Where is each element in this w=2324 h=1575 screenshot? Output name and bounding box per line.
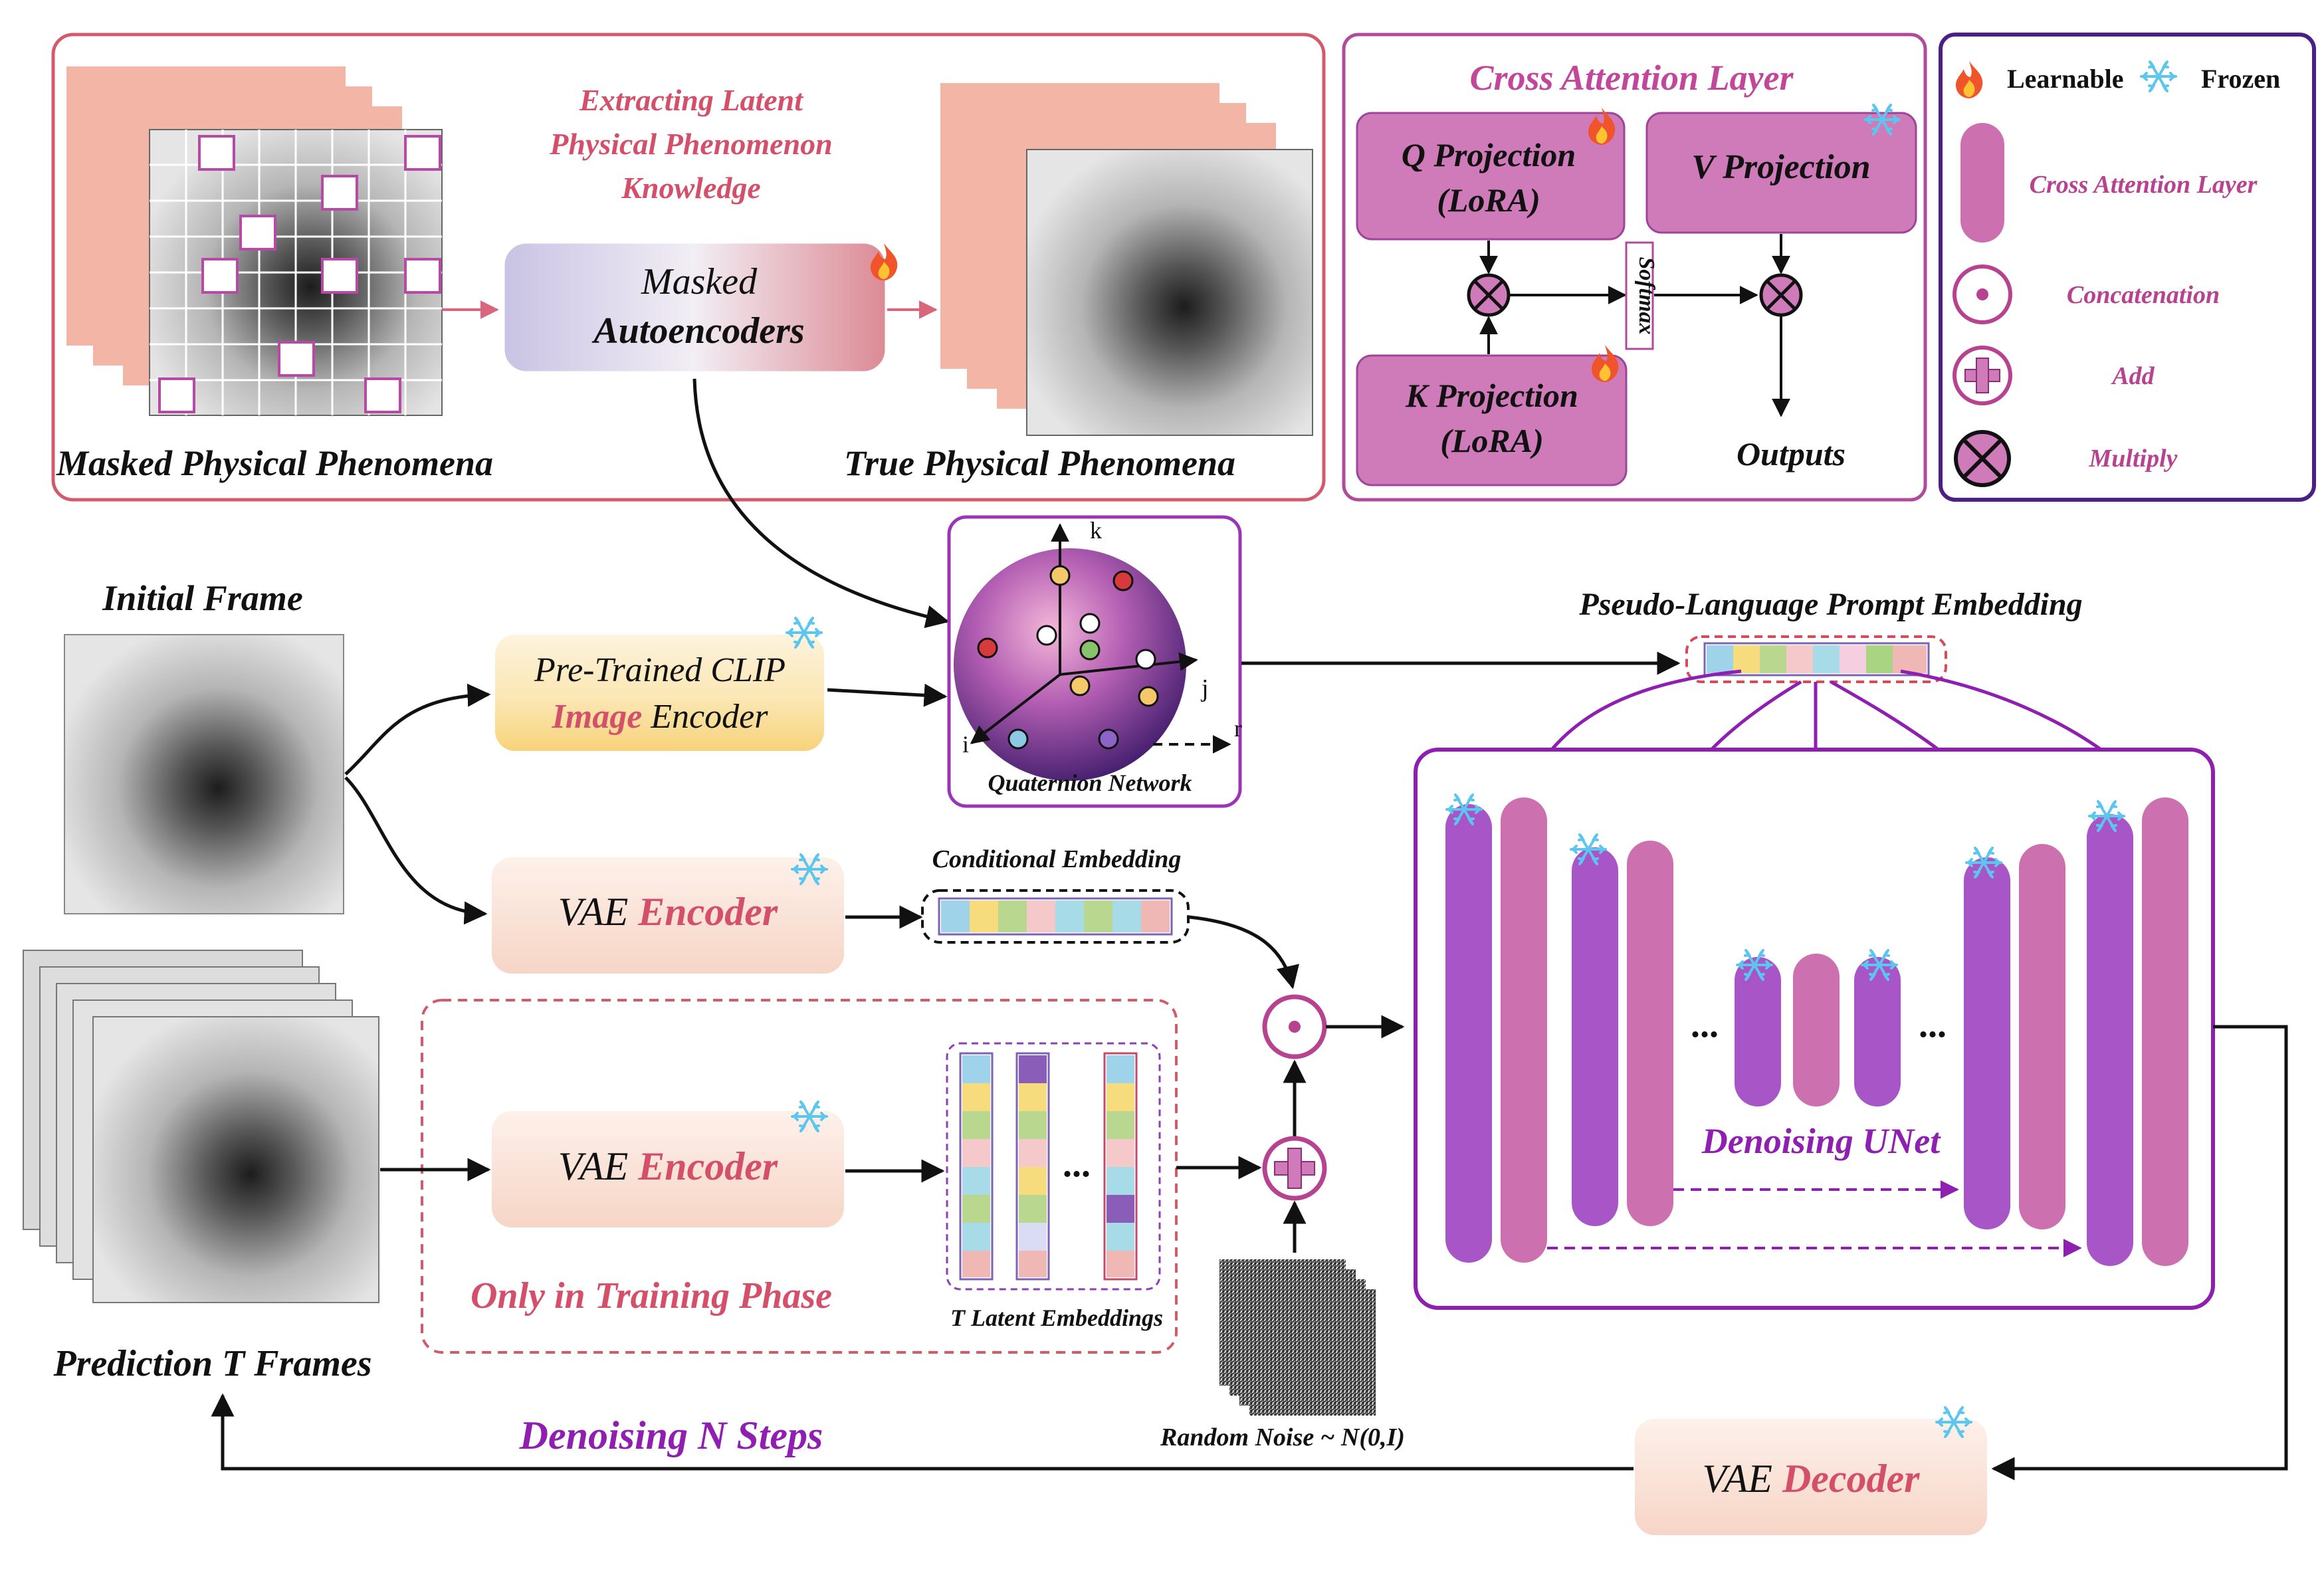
legend-concatenation: Concatenation — [2067, 281, 2220, 309]
clip-encoder-line2: Image Encoder — [552, 698, 769, 736]
prediction-frames-label: Prediction T Frames — [53, 1343, 371, 1384]
q-projection-line2: (LoRA) — [1437, 181, 1540, 219]
prediction-frame-stack — [23, 950, 379, 1303]
unet-block — [1735, 957, 1781, 1106]
masked-label: Masked Physical Phenomena — [56, 443, 493, 483]
denoising-steps-label: Denoising N Steps — [519, 1414, 823, 1457]
concatenation-icon — [1953, 264, 2012, 324]
v-projection-label: V Projection — [1691, 148, 1870, 186]
q-projection-box — [1356, 112, 1626, 241]
unet-block — [1627, 841, 1673, 1226]
mae-line1: Masked — [641, 261, 758, 302]
random-noise-stack — [1219, 1259, 1376, 1416]
vae-encoder-box-2 — [492, 1111, 844, 1227]
cross-attention-title: Cross Attention Layer — [1469, 58, 1794, 98]
pseudo-prompt-label: Pseudo-Language Prompt Embedding — [1578, 587, 2082, 622]
k-projection-box — [1356, 354, 1628, 486]
unet-block — [1964, 857, 2010, 1229]
legend-add: Add — [2111, 362, 2155, 390]
legend-cross-attention: Cross Attention Layer — [2030, 171, 2258, 199]
masked-autoencoders-box — [502, 241, 887, 373]
vae-encoder-label-1: VAE Encoder — [558, 890, 778, 934]
k-projection-line1: K Projection — [1405, 377, 1578, 414]
clip-encoder-box — [495, 635, 824, 751]
unet-block — [2019, 844, 2065, 1229]
quaternion-axis-k: k — [1090, 517, 1102, 544]
legend-frozen: Frozen — [2201, 64, 2280, 94]
unet-ellipsis-left: ... — [1691, 1004, 1719, 1045]
random-noise-label: Random Noise ~ N(0,I) — [1160, 1423, 1405, 1451]
vae-decoder-box — [1635, 1419, 1987, 1535]
unet-block — [1854, 957, 1901, 1106]
legend-learnable: Learnable — [2007, 64, 2124, 94]
quaternion-axis-j: j — [1200, 675, 1209, 702]
legend-cross-attention-swatch — [1960, 123, 2004, 243]
pseudo-prompt-embedding — [1685, 635, 1947, 683]
latent-embedding-column — [1103, 1052, 1138, 1281]
legend-panel: Learnable Frozen Cross Attention Layer C… — [1939, 33, 2316, 502]
quaternion-label: Quaternion Network — [988, 770, 1192, 796]
unet-block — [1793, 954, 1840, 1106]
outputs-label: Outputs — [1737, 435, 1846, 472]
multiply-icon — [1954, 430, 2011, 487]
unet-block — [2087, 814, 2133, 1266]
quaternion-axis-r: r — [1234, 715, 1242, 742]
unet-block — [1445, 804, 1492, 1263]
denoising-unet: ... ... Denoising UNet — [1414, 748, 2215, 1310]
conditional-embedding-label: Conditional Embedding — [932, 845, 1182, 873]
concatenation-icon — [1262, 994, 1327, 1059]
unet-block — [1501, 797, 1547, 1263]
multiply-icon — [1467, 273, 1511, 317]
initial-frame-label: Initial Frame — [102, 578, 303, 618]
q-projection-line1: Q Projection — [1402, 136, 1576, 173]
training-phase-box: VAE Encoder Only in Training Phase — [421, 999, 1178, 1354]
mae-line2: Autoencoders — [591, 310, 804, 352]
conditional-embedding — [921, 889, 1190, 944]
unet-block — [1572, 847, 1618, 1226]
latent-embedding-column — [1015, 1052, 1050, 1281]
k-projection-line2: (LoRA) — [1440, 422, 1544, 459]
latent-embedding-column — [959, 1052, 994, 1281]
training-phase-label: Only in Training Phase — [471, 1275, 832, 1316]
vae-encoder-box-1 — [492, 857, 844, 974]
legend-multiply: Multiply — [2088, 445, 2177, 472]
true-label: True Physical Phenomena — [844, 443, 1235, 483]
cross-attention-panel: Cross Attention Layer Q Projection (LoRA… — [1342, 33, 1927, 502]
quaternion-axis-i: i — [962, 731, 969, 758]
denoising-unet-label: Denoising UNet — [1701, 1121, 1942, 1161]
extracting-line2: Physical Phenomenon — [549, 127, 833, 161]
quaternion-network: k j i r Quaternion Network — [947, 515, 1242, 808]
unet-ellipsis-right: ... — [1919, 1004, 1947, 1045]
clip-encoder-line1: Pre-Trained CLIP — [534, 651, 786, 689]
vae-decoder-label: VAE Decoder — [1702, 1457, 1920, 1501]
softmax-box — [1625, 241, 1654, 350]
mae-panel: Masked Autoencoders Extracting Latent Ph… — [51, 33, 1326, 502]
unet-block — [2142, 797, 2188, 1266]
true-frame-stack — [940, 83, 1313, 436]
latent-embeddings-label: T Latent Embeddings — [950, 1305, 1163, 1331]
add-icon — [1953, 346, 2012, 405]
extracting-line1: Extracting Latent — [579, 83, 803, 117]
extracting-line3: Knowledge — [621, 171, 761, 205]
initial-frame-image — [64, 634, 344, 914]
masked-frame-stack — [66, 66, 443, 416]
add-icon — [1262, 1136, 1327, 1201]
v-projection-box — [1645, 112, 1917, 234]
vae-encoder-label-2: VAE Encoder — [558, 1144, 778, 1188]
multiply-icon — [1759, 273, 1803, 317]
latent-ellipsis: ... — [1063, 1144, 1091, 1185]
